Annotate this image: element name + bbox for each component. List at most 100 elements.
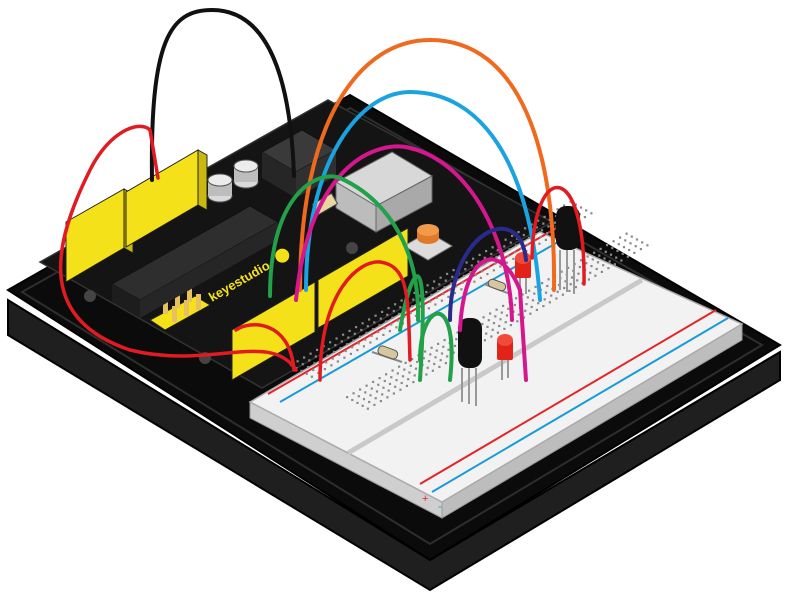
- breadboard-hole: [372, 380, 375, 383]
- wire-green: [268, 174, 421, 322]
- breadboard-hole: [612, 240, 615, 243]
- breadboard-hole: [390, 376, 393, 379]
- breadboard-hole: [348, 329, 351, 332]
- breadboard-hole: [629, 242, 632, 245]
- breadboard-hole: [617, 243, 620, 246]
- breadboard-hole: [381, 393, 384, 396]
- breadboard-hole: [489, 312, 492, 315]
- rail-red-right: [419, 309, 717, 485]
- breadboard-hole: [338, 353, 341, 356]
- breadboard-hole: [430, 346, 433, 349]
- breadboard-hole: [585, 209, 588, 212]
- breadboard-hole: [550, 294, 553, 297]
- breadboard-hole: [589, 271, 592, 274]
- breadboard-hole: [639, 248, 642, 251]
- breadboard-hole: [303, 356, 306, 359]
- breadboard-hole: [411, 358, 414, 361]
- breadboard-hole: [537, 302, 540, 305]
- breadboard-hole: [487, 319, 490, 322]
- transistor-top: [556, 206, 580, 294]
- breadboard-hole: [375, 390, 379, 393]
- breadboard-hole: [313, 362, 316, 365]
- breadboard-hole: [395, 326, 398, 329]
- header-left: [65, 149, 208, 283]
- breadboard-hole: [534, 285, 537, 288]
- breadboard-hole: [410, 305, 414, 308]
- breadboard-hole: [613, 263, 616, 266]
- breadboard-hole: [412, 381, 415, 384]
- breadboard-hole: [543, 215, 546, 218]
- breadboard-hole: [547, 278, 550, 281]
- breadboard-hole: [365, 331, 368, 334]
- breadboard-hole: [485, 332, 488, 335]
- breadboard-hole: [503, 245, 506, 248]
- breadboard-hole: [379, 317, 382, 320]
- breadboard-hole: [513, 251, 516, 254]
- breadboard-hole: [364, 391, 367, 394]
- breadboard-hole: [599, 247, 602, 250]
- reset-button[interactable]: [403, 224, 453, 261]
- breadboard-hole: [622, 246, 626, 249]
- breadboard-hole: [509, 241, 512, 244]
- breadboard-hole: [531, 299, 535, 302]
- breadboard-hole: [586, 255, 589, 258]
- breadboard-hole: [330, 364, 333, 367]
- breadboard-hole: [499, 318, 502, 321]
- breadboard-hole: [633, 251, 636, 254]
- breadboard-hole: [624, 239, 627, 242]
- breadboard-hole: [342, 333, 345, 336]
- breadboard-hole: [487, 266, 490, 269]
- breadboard-hole: [526, 243, 529, 246]
- breadboard-hole: [580, 259, 583, 262]
- breadboard-hole: [630, 235, 633, 238]
- led-bottom: [497, 334, 513, 380]
- breadboard-hole: [425, 290, 428, 294]
- breadboard-hole: [620, 259, 623, 262]
- breadboard-hole: [546, 232, 549, 235]
- breadboard-hole: [568, 289, 571, 292]
- breadboard-hole: [361, 322, 364, 325]
- breadboard-hole: [356, 401, 359, 404]
- breadboard-hole: [522, 233, 525, 237]
- breadboard-hole: [527, 236, 531, 239]
- breadboard-hole: [430, 293, 433, 296]
- center-channel: [346, 277, 644, 456]
- breadboard-hole: [502, 304, 505, 307]
- breadboard-hole: [449, 282, 453, 285]
- breadboard-hole: [399, 306, 402, 309]
- breadboard-hole: [437, 342, 440, 345]
- breadboard-hole: [434, 356, 437, 359]
- breadboard-hole: [548, 301, 551, 304]
- breadboard-hole: [505, 261, 508, 264]
- breadboard-hole: [456, 331, 459, 334]
- breadboard-hole: [431, 369, 434, 372]
- breadboard-hole: [378, 324, 381, 327]
- breadboard-hole: [528, 289, 531, 292]
- breadboard-hole: [443, 339, 446, 342]
- breadboard-hole: [388, 330, 391, 333]
- breadboard-hole: [553, 221, 557, 224]
- breadboard-hole: [508, 248, 511, 251]
- breadboard-hole: [368, 400, 371, 404]
- breadboard-hole: [314, 355, 317, 358]
- breadboard-hole: [385, 373, 388, 376]
- breadboard-hole: [535, 226, 538, 229]
- breadboard-hole: [391, 316, 394, 319]
- breadboard-hole: [405, 384, 408, 387]
- breadboard-hole: [455, 285, 458, 288]
- breadboard-hole: [569, 283, 572, 286]
- breadboard-hole: [538, 242, 541, 245]
- breadboard-hole: [356, 349, 359, 352]
- breadboard-hole: [305, 372, 308, 375]
- breadboard-hole: [382, 386, 385, 389]
- breadboard-hole: [353, 332, 356, 335]
- breadboard-hole: [387, 307, 390, 310]
- capacitor: [207, 173, 233, 203]
- breadboard-hole: [609, 253, 613, 256]
- breadboard-hole: [542, 305, 545, 308]
- breadboard-hole: [533, 292, 536, 295]
- breadboard-hole: [422, 357, 425, 360]
- breadboard-hole: [325, 361, 328, 364]
- breadboard-hole: [443, 286, 446, 289]
- breadboard-hole: [521, 293, 524, 296]
